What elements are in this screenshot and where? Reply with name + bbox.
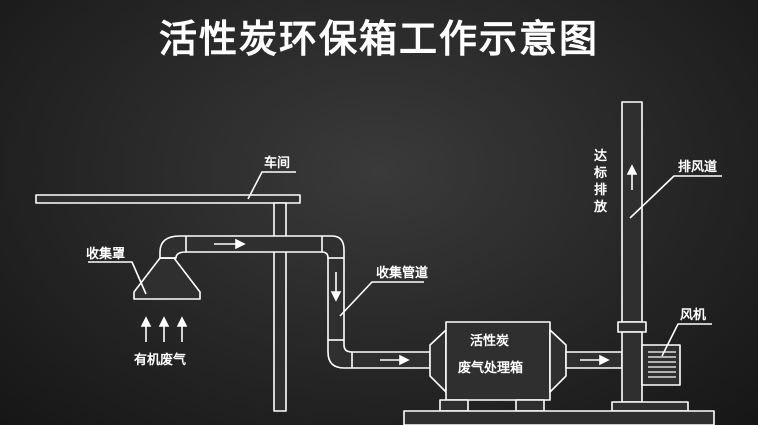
fan-base (611, 401, 689, 412)
support-column (273, 202, 287, 412)
box-foot-left (439, 399, 469, 412)
gas-arrow-1 (140, 316, 152, 342)
discharge-char-3: 排 (594, 182, 607, 198)
leader-exhaust (629, 175, 722, 219)
stack-collar (617, 321, 647, 333)
label-collection-pipe: 收集管道 (376, 265, 428, 281)
page-title: 活性炭环保箱工作示意图 (158, 17, 599, 61)
box-foot-right (515, 399, 545, 412)
collection-hood (133, 257, 201, 300)
leader-hood (88, 261, 147, 295)
label-exhaust-duct: 排风道 (678, 159, 717, 175)
label-carbon-box-2: 废气处理箱 (458, 360, 523, 376)
leader-workshop (247, 171, 296, 200)
gas-arrow-3 (176, 316, 188, 342)
collection-duct (159, 235, 431, 369)
exhaust-stack (621, 101, 643, 323)
discharge-char-2: 标 (593, 165, 607, 181)
discharge-char-1: 达 (594, 148, 607, 164)
discharge-char-4: 放 (593, 199, 608, 215)
label-workshop: 车间 (264, 155, 290, 171)
flow-arrow-right-3 (580, 354, 610, 366)
label-carbon-box-1: 活性炭 (470, 333, 509, 349)
label-standard-discharge: 达 标 排 放 (593, 148, 608, 215)
flow-arrow-right-2 (380, 354, 410, 366)
label-hood: 收集罩 (86, 246, 125, 262)
flow-arrow-up-stack (626, 164, 638, 190)
flow-arrow-down (330, 272, 342, 302)
carbon-box-outlet-cone (549, 329, 567, 393)
carbon-box-inlet-cone (429, 329, 447, 393)
flow-arrow-right-1 (214, 238, 246, 250)
fan-grille (648, 351, 676, 378)
ground-base (403, 410, 715, 425)
stack-lower (621, 331, 643, 403)
fan-housing (641, 344, 681, 386)
label-organic-gas: 有机废气 (134, 352, 186, 368)
leader-fan (661, 323, 712, 357)
label-fan: 风机 (680, 307, 706, 323)
workshop-platform (35, 194, 301, 204)
leader-pipe (339, 281, 424, 317)
gas-arrow-2 (158, 316, 170, 342)
